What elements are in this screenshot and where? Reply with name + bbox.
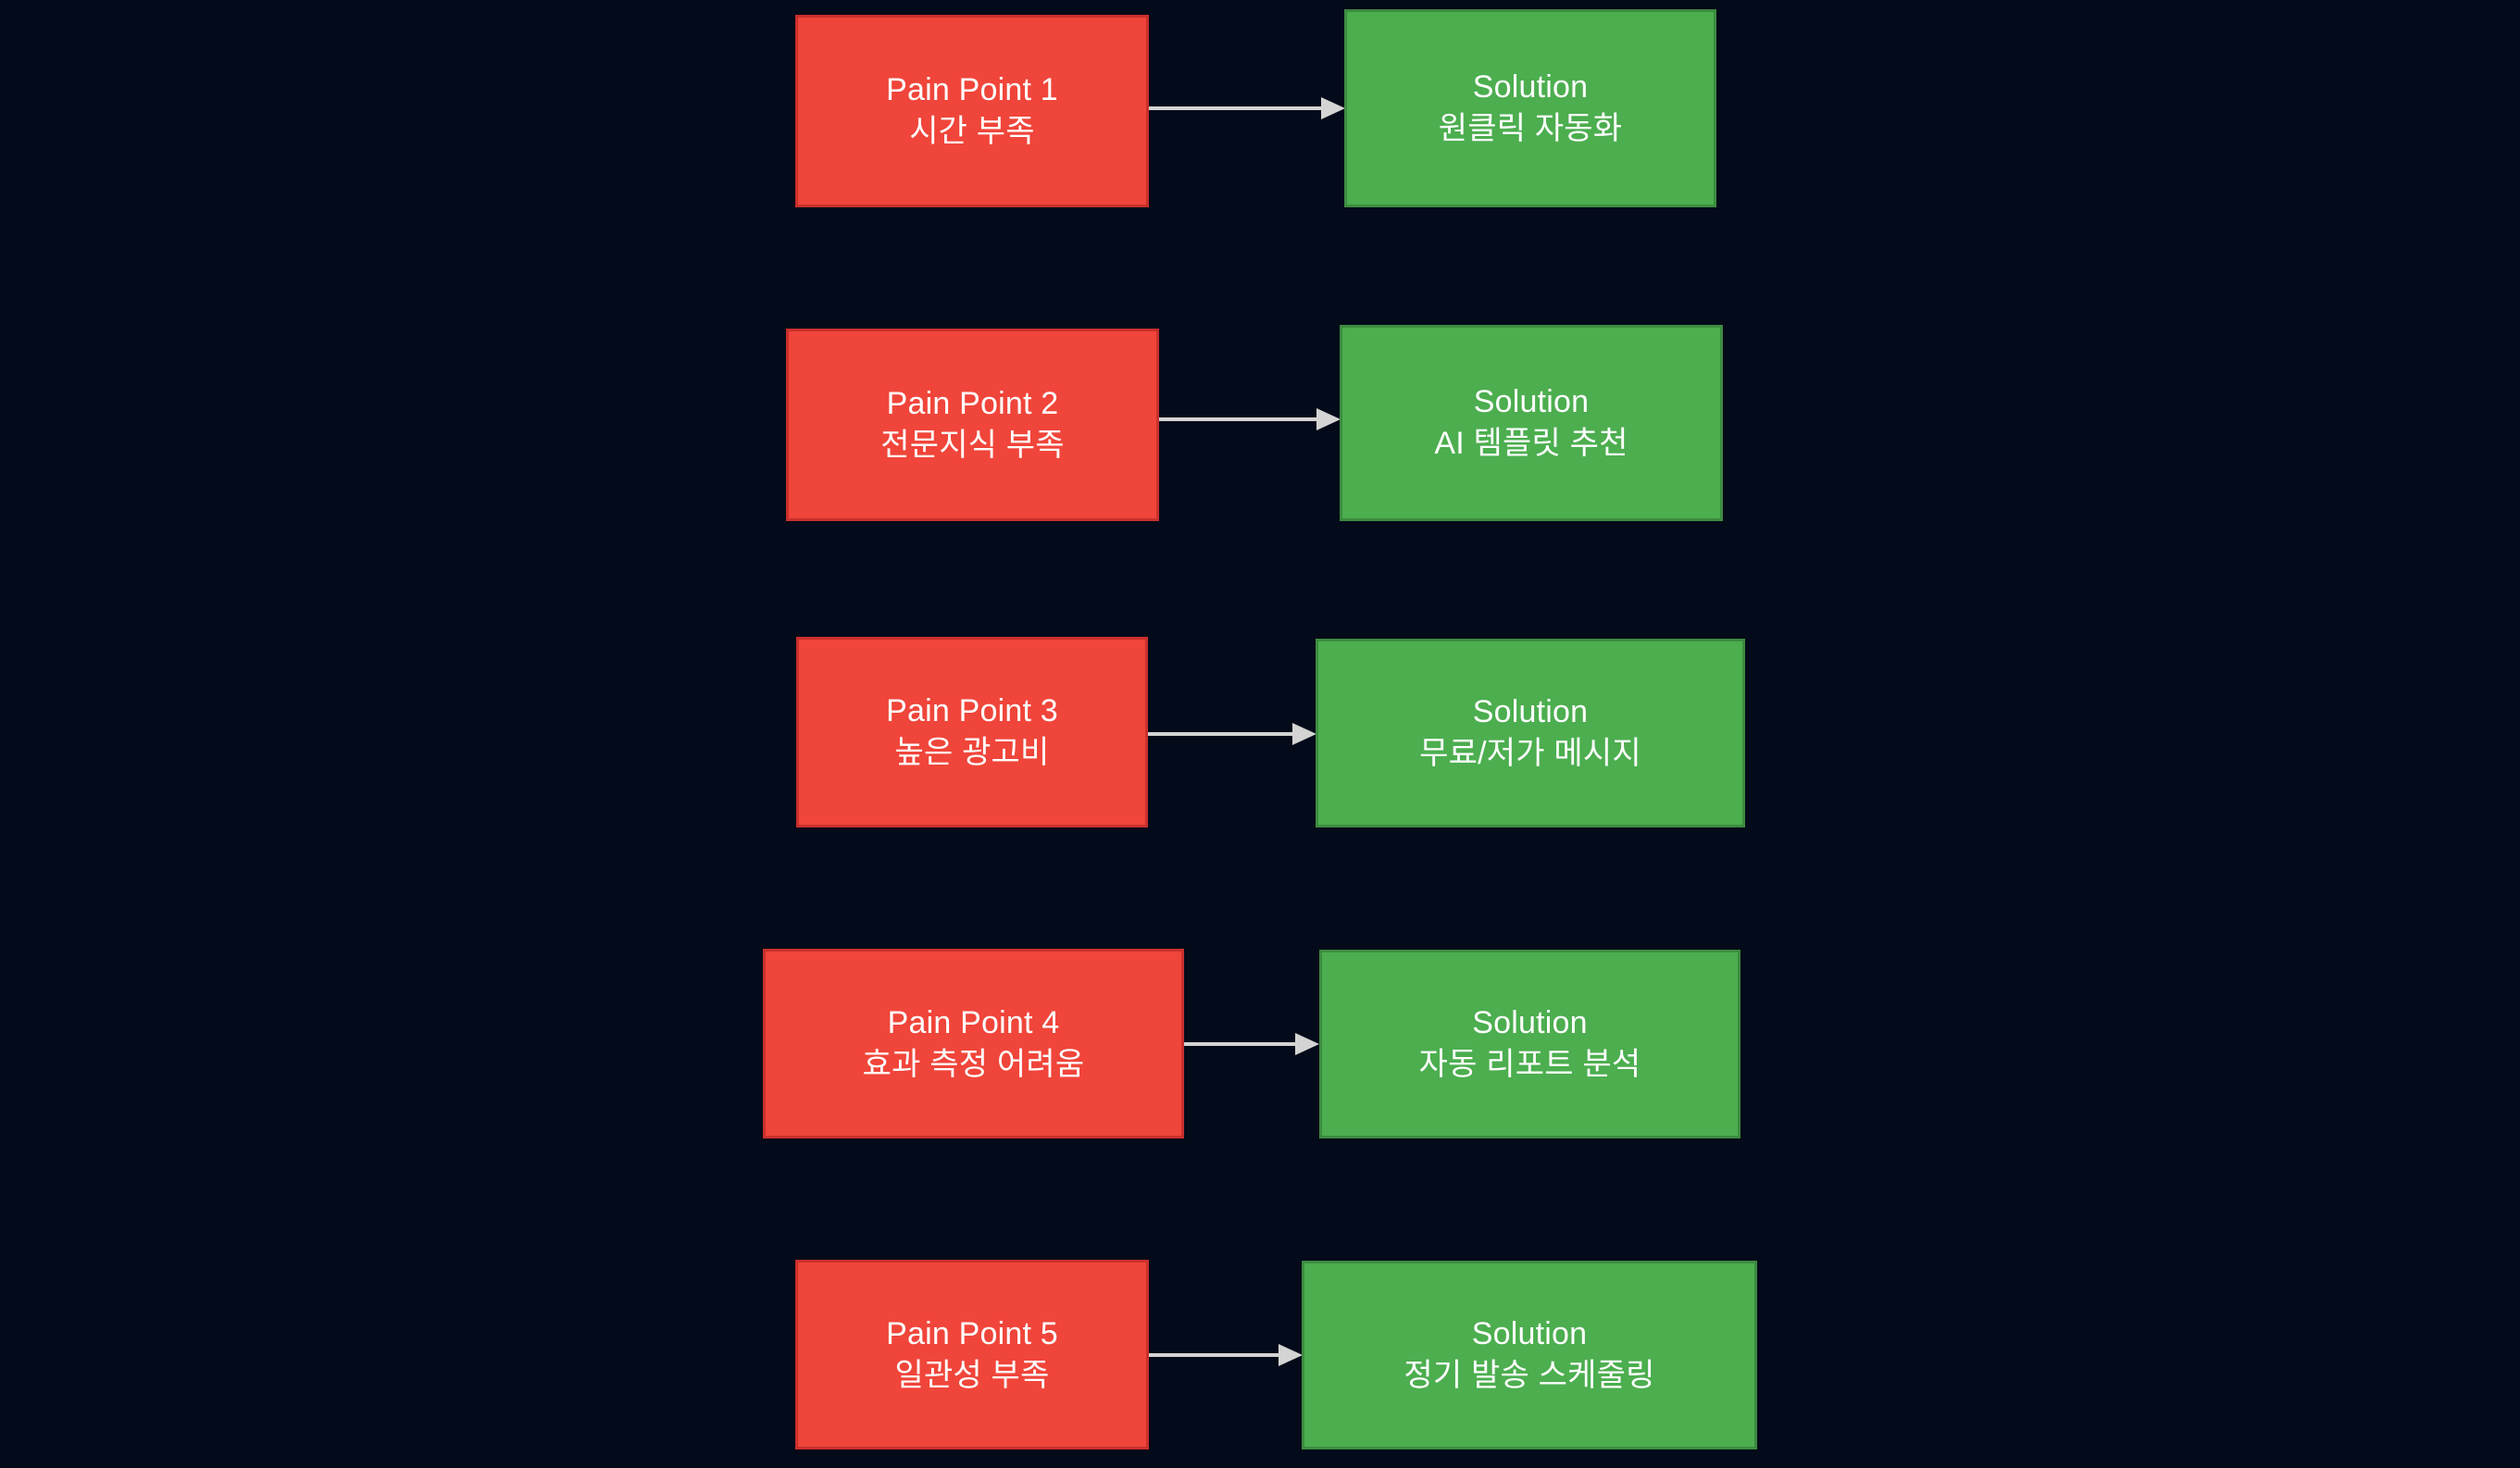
arrow-row-4 [1184, 1029, 1319, 1059]
pain-point-node-2-title: Pain Point 2 [886, 386, 1059, 422]
pain-point-node-3[interactable]: Pain Point 3 높은 광고비 [796, 637, 1148, 827]
solution-node-2-detail: AI 템플릿 추천 [1434, 426, 1628, 461]
pain-point-node-4-detail: 효과 측정 어려움 [862, 1046, 1085, 1082]
solution-node-4-detail: 자동 리포트 분석 [1418, 1047, 1641, 1082]
solution-node-3-title: Solution [1472, 694, 1589, 730]
pain-point-node-4-title: Pain Point 4 [887, 1004, 1060, 1040]
pain-point-node-1-detail: 시간 부족 [909, 114, 1035, 149]
solution-node-1-title: Solution [1472, 69, 1589, 106]
pain-point-node-2[interactable]: Pain Point 2 전문지식 부족 [786, 329, 1159, 521]
pain-point-node-5-title: Pain Point 5 [886, 1315, 1058, 1351]
arrow-row-1 [1149, 93, 1345, 123]
solution-node-4[interactable]: Solution 자동 리포트 분석 [1319, 950, 1740, 1138]
solution-node-5-title: Solution [1471, 1316, 1588, 1352]
pain-point-node-2-detail: 전문지식 부족 [880, 428, 1065, 463]
pain-point-node-3-title: Pain Point 3 [886, 693, 1058, 729]
solution-node-1[interactable]: Solution 원클릭 자동화 [1344, 9, 1716, 207]
arrow-row-5 [1149, 1340, 1303, 1370]
solution-node-4-title: Solution [1472, 1005, 1588, 1041]
solution-node-2-title: Solution [1473, 384, 1590, 420]
solution-node-3-detail: 무료/저가 메시지 [1419, 736, 1641, 771]
solution-node-5-detail: 정기 발송 스케줄링 [1403, 1358, 1655, 1393]
solution-node-2[interactable]: Solution AI 템플릿 추천 [1340, 325, 1723, 521]
pain-point-node-1-title: Pain Point 1 [886, 72, 1058, 108]
pain-point-node-5[interactable]: Pain Point 5 일관성 부족 [795, 1260, 1149, 1449]
arrow-row-2 [1159, 404, 1341, 434]
pain-point-node-5-detail: 일관성 부족 [894, 1357, 1050, 1393]
pain-point-node-3-detail: 높은 광고비 [894, 735, 1050, 770]
pain-point-node-1[interactable]: Pain Point 1 시간 부족 [795, 15, 1149, 207]
solution-node-5[interactable]: Solution 정기 발송 스케줄링 [1302, 1261, 1757, 1449]
arrow-row-3 [1148, 719, 1316, 749]
solution-node-1-detail: 원클릭 자동화 [1438, 111, 1623, 146]
solution-node-3[interactable]: Solution 무료/저가 메시지 [1316, 639, 1745, 827]
pain-point-node-4[interactable]: Pain Point 4 효과 측정 어려움 [763, 949, 1184, 1138]
